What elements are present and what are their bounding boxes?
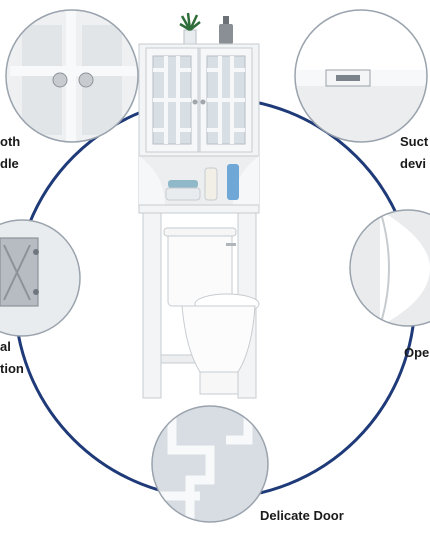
suction-catch-icon — [325, 69, 371, 87]
detail-delicate-door — [151, 405, 269, 523]
cabinet-left-door — [145, 47, 199, 153]
cabinet-right-door — [199, 47, 253, 153]
label-metal-hinge: al tion — [0, 336, 24, 380]
label-metal-hinge-line2: tion — [0, 361, 24, 376]
label-suction-device: Suct devi — [400, 131, 428, 175]
label-smooth-handle-line2: dle — [0, 156, 19, 171]
label-smooth-handle-line1: oth — [0, 134, 21, 149]
label-open-text: Ope — [404, 345, 430, 360]
hinge-icon — [0, 237, 39, 307]
detail-metal-hinge — [0, 219, 81, 337]
detail-smooth-handle — [5, 9, 139, 143]
label-open: Ope — [404, 342, 429, 364]
left-leg — [142, 212, 162, 399]
door-detail-icon — [152, 406, 268, 522]
toilet — [163, 227, 260, 395]
label-delicate-door: Delicate Door — [260, 505, 344, 527]
label-suction-device-line2: devi — [400, 156, 427, 171]
label-smooth-handle: oth dle — [0, 131, 20, 175]
label-metal-hinge-line1: al — [0, 339, 11, 354]
cabinet-product-image — [138, 12, 260, 399]
detail-open — [349, 209, 430, 327]
plant-decor — [179, 12, 201, 45]
label-suction-device-line1: Suct — [400, 134, 429, 149]
dispenser-decor — [219, 16, 233, 44]
label-delicate-door-text: Delicate Door — [260, 508, 344, 523]
handle-knob-icon — [52, 72, 94, 88]
